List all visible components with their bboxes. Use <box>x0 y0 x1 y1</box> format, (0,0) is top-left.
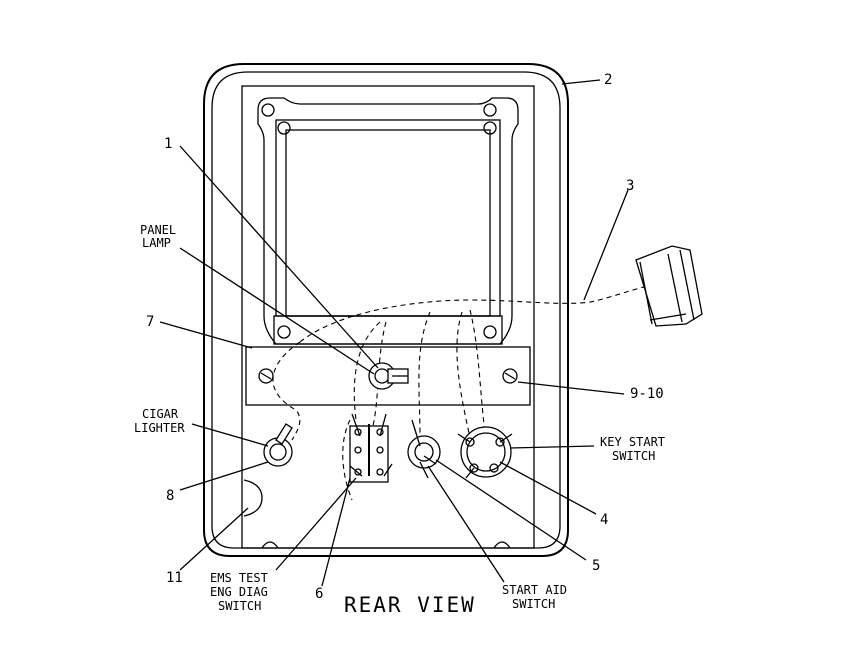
key-start-switch <box>457 426 513 479</box>
harness-connector <box>635 245 703 327</box>
ems-test-switch <box>349 413 393 483</box>
cigar-lighter-label-line2: LIGHTER <box>134 421 185 435</box>
callout-4: 4 <box>600 512 608 528</box>
callout-6: 6 <box>315 586 323 602</box>
callout-1: 1 <box>164 136 172 152</box>
start-aid-label-line2: SWITCH <box>512 597 555 611</box>
start-aid-label-line1: START AID <box>502 583 567 597</box>
ems-test-label-line1: EMS TEST <box>210 571 268 585</box>
ems-test-label-line3: SWITCH <box>218 599 261 613</box>
start-aid-switch <box>407 419 441 479</box>
cigar-lighter-label-line1: CIGAR <box>142 407 179 421</box>
callout-5: 5 <box>592 558 600 574</box>
cigar-lighter <box>263 423 293 467</box>
callout-9-10: 9-10 <box>630 386 664 402</box>
key-start-switch-label-line1: KEY START <box>600 435 665 449</box>
callout-11: 11 <box>166 570 183 586</box>
panel-lamp <box>368 362 409 390</box>
panel-housing <box>203 63 569 557</box>
panel-lamp-label-line1: PANEL <box>140 223 176 237</box>
leader-lines <box>159 79 629 587</box>
side-grommet <box>243 479 263 517</box>
callout-3: 3 <box>626 178 634 194</box>
callout-2: 2 <box>604 72 612 88</box>
key-start-switch-label-line2: SWITCH <box>612 449 655 463</box>
gauge-frame <box>257 97 519 345</box>
ems-test-label-line2: ENG DIAG <box>210 585 268 599</box>
callout-7: 7 <box>146 314 154 330</box>
callout-8: 8 <box>166 488 174 504</box>
panel-lamp-label-line2: LAMP <box>142 236 171 250</box>
view-title: REAR VIEW <box>344 593 476 617</box>
